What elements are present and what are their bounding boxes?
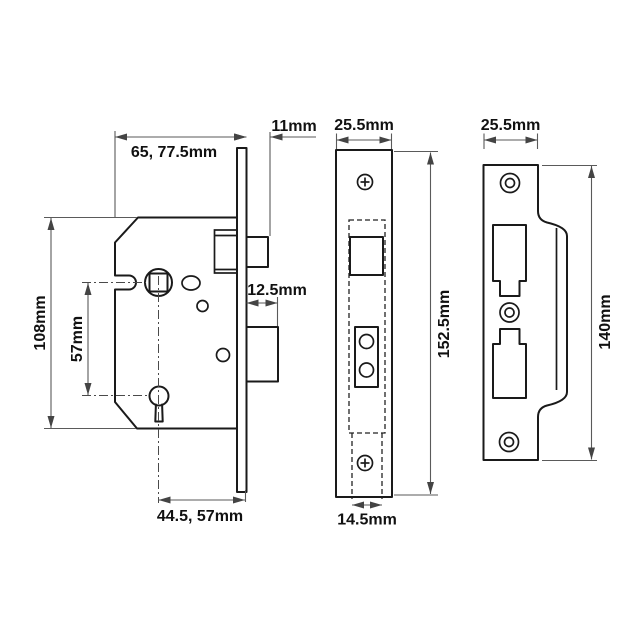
fixing-hole-small-upper — [196, 299, 209, 313]
forend-screw-top — [356, 173, 374, 191]
deadbolt-side — [245, 326, 279, 383]
dim-case-height: 108mm — [32, 216, 137, 430]
strike-latch-cutout — [492, 224, 527, 297]
strike-screw-hole-bottom — [498, 431, 520, 453]
hidden-case-outline — [348, 219, 386, 434]
forend-screw-bottom — [356, 454, 374, 472]
dim-latch-projection: 11mm — [234, 118, 317, 236]
fixing-hole-oval — [181, 275, 201, 291]
dim-strike-width: 25.5mm — [481, 117, 541, 149]
latch-bolt-side — [213, 229, 269, 274]
dim-forend-width: 25.5mm — [334, 117, 394, 149]
dim-bolt-projection: 12.5mm — [246, 282, 307, 326]
dim-centres-label: 57mm — [69, 316, 86, 362]
strike-plate-outline — [482, 164, 568, 461]
dim-case-depth-label: 65, 77.5mm — [131, 144, 217, 161]
view-forend-front: 25.5mm 152.5mm 14.5mm — [334, 117, 453, 529]
view-lock-case-side: 65, 77.5mm 11mm 108mm 57mm 12.5mm — [32, 118, 317, 525]
strike-deadbolt-cutout — [492, 328, 527, 399]
lock-case-outline — [114, 216, 238, 430]
dim-backset-label: 44.5, 57mm — [157, 508, 243, 525]
dim-strike-height: 140mm — [542, 164, 614, 462]
dim-strike-height-label: 140mm — [597, 294, 614, 349]
view-strike-plate: 25.5mm 140mm — [481, 117, 614, 462]
dim-latch-projection-label: 11mm — [271, 118, 316, 135]
dim-forend-slot-width: 14.5mm — [337, 501, 397, 529]
dim-forend-width-label: 25.5mm — [334, 117, 394, 134]
centerlines — [82, 276, 159, 503]
dim-case-height-label: 108mm — [32, 295, 49, 350]
forend-side — [236, 147, 248, 493]
deadbolt-retainer — [354, 326, 379, 388]
dim-strike-width-label: 25.5mm — [481, 117, 541, 134]
strike-screw-hole-middle — [499, 302, 520, 323]
dim-centres: 57mm — [69, 283, 92, 395]
strike-screw-hole-top — [499, 172, 521, 194]
latch-opening — [349, 236, 384, 276]
fixing-hole-small-lower — [215, 347, 231, 363]
dim-backset: 44.5, 57mm — [157, 490, 247, 525]
forend-plate — [335, 149, 393, 498]
dim-forend-slot-width-label: 14.5mm — [337, 512, 397, 529]
dim-bolt-projection-label: 12.5mm — [247, 282, 307, 299]
dim-forend-height: 152.5mm — [394, 150, 453, 496]
dim-case-depth: 65, 77.5mm — [114, 131, 247, 217]
dim-forend-height-label: 152.5mm — [436, 290, 453, 359]
